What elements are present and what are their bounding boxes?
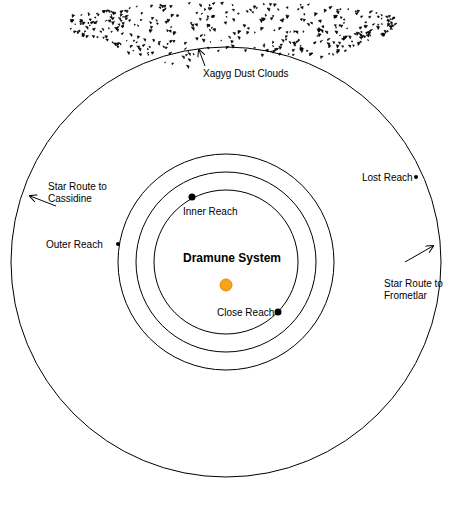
planet-label: Outer Reach [46,239,103,251]
region-label: Xagyg Dust Clouds [203,68,289,80]
planet-label: Inner Reach [183,206,237,218]
planet [189,194,196,201]
dust-cloud [70,2,397,68]
planet [275,309,282,316]
planet [414,175,418,179]
system-title: Dramune System [183,252,281,264]
orbit [11,47,441,477]
leader-arrow [199,50,205,66]
orbit [118,154,334,370]
route-arrow [405,246,433,262]
orbit [154,190,298,334]
planet-label: Close Reach [217,307,274,319]
orbit [136,172,316,352]
route-label: Star Route to Cassidine [48,181,110,205]
planet [116,242,120,246]
route-label: Star Route to Frometlar [384,278,446,302]
sun [220,279,232,291]
planet-label: Lost Reach [362,172,413,184]
